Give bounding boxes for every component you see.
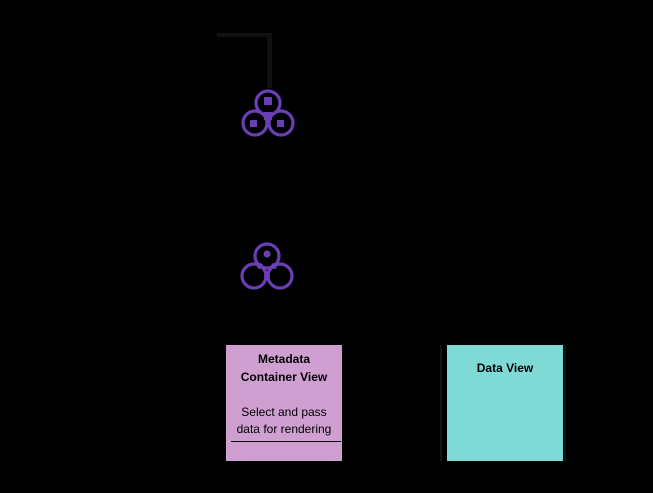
data-view-box: Data View (447, 345, 563, 461)
triple-node-cluster-icon (241, 89, 295, 137)
connector-vertical (267, 33, 272, 88)
metadata-container-view-box: Metadata Container View Select and pass … (226, 345, 342, 461)
description-underline (231, 441, 341, 442)
metadata-container-title: Metadata Container View (240, 352, 328, 384)
connector-horizontal (217, 33, 272, 37)
data-view-left-rail (440, 345, 442, 461)
data-view-title: Data View (476, 361, 534, 375)
data-view-right-rail (564, 345, 566, 461)
metadata-container-description: Select and pass data for rendering (236, 405, 332, 436)
triple-node-cluster-icon (240, 242, 294, 290)
